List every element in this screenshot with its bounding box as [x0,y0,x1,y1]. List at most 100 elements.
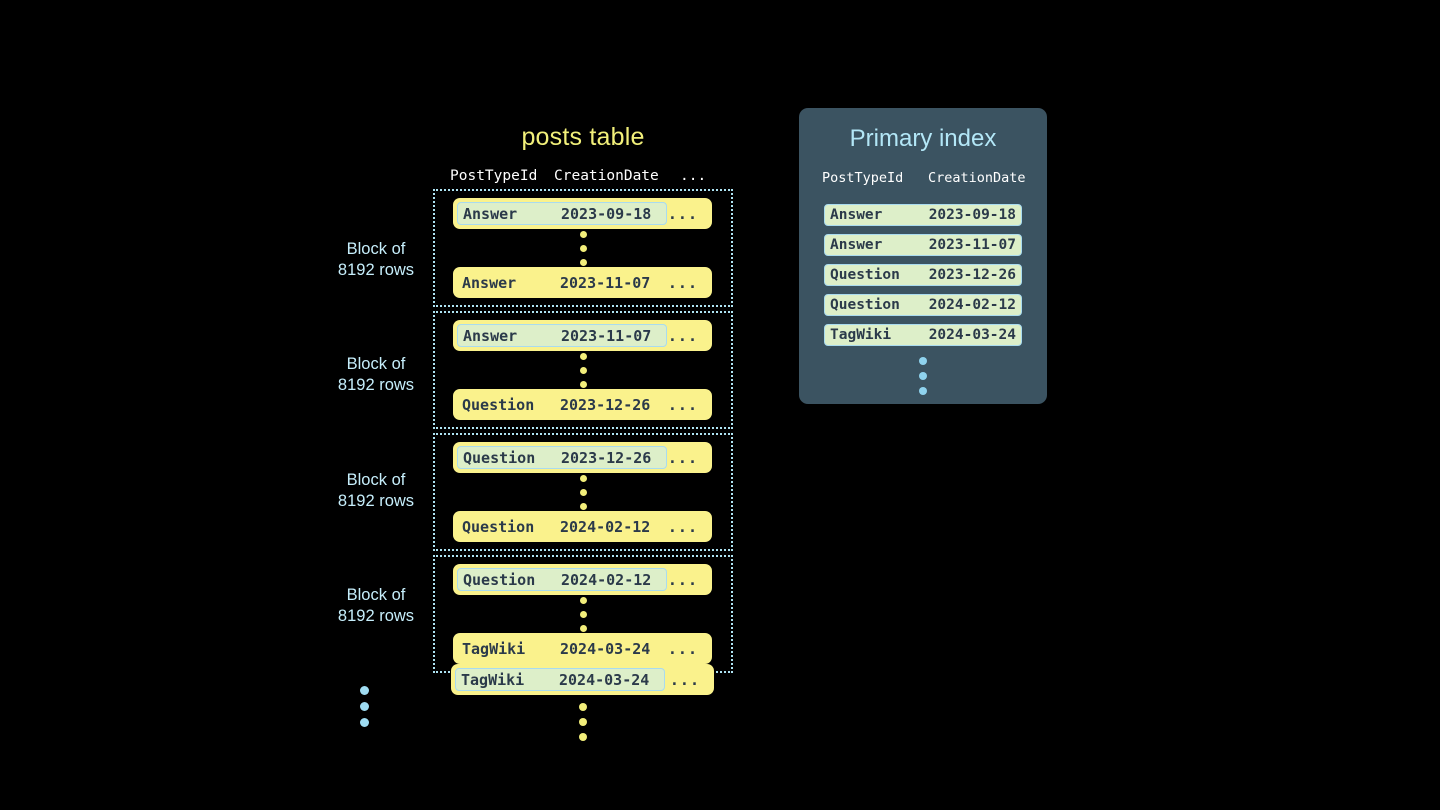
cell-rest: ... [667,326,698,345]
cell-posttypeid: Question [463,448,536,467]
row-chip: TagWiki 2024-03-24 [457,637,665,660]
cell-posttypeid: Question [463,570,536,589]
posts-table-column-headers: PostTypeId CreationDate ... [450,166,730,186]
block-1: Answer 2023-11-07 ... Question 2023-12-2… [433,311,733,429]
row-chip: Question 2024-02-12 [457,568,667,591]
primary-index-rows: Answer 2023-09-18 Answer 2023-11-07 Ques… [799,204,1047,346]
cell-rest: ... [667,517,698,536]
block-label-2: Block of 8192 rows [311,470,441,512]
cell-creationdate: 2024-02-12 [560,517,651,536]
cell-rest: ... [667,395,698,414]
primary-index-title: Primary index [849,125,997,152]
trailing-row-container: TagWiki 2024-03-24 ... [433,660,733,695]
dot [579,244,587,252]
cell-posttypeid: TagWiki [462,639,526,658]
cell-creationdate: 2023-11-07 [561,326,652,345]
block-label-1: Block of 8192 rows [311,354,441,396]
row-chip: TagWiki 2024-03-24 [455,668,665,691]
cell-rest: ... [667,570,698,589]
dot [579,610,587,618]
row-chip: Question 2023-12-26 [457,446,667,469]
row-ellipsis-dots [435,595,731,633]
cell-creationdate: 2023-12-26 [561,448,652,467]
cell-rest: ... [669,670,700,689]
index-cell-posttypeid: Answer [830,237,883,253]
dot [579,624,587,632]
row-chip: Question 2024-02-12 [457,515,665,538]
dot [919,357,927,365]
cell-posttypeid: Answer [462,273,517,292]
primary-index-panel: Primary index PostTypeId CreationDate An… [799,108,1047,404]
table-row: Answer 2023-11-07 ... [453,320,712,351]
cell-rest: ... [667,273,698,292]
cell-creationdate: 2024-02-12 [561,570,652,589]
block-label-3: Block of 8192 rows [311,585,441,627]
index-row: Question 2024-02-12 [824,294,1022,316]
index-cell-posttypeid: Question [830,297,900,313]
dot [579,596,587,604]
dot [360,718,369,727]
posts-table-title: posts table [521,123,645,151]
dot [579,718,587,726]
index-cell-creationdate: 2024-02-12 [928,297,1016,313]
index-cell-posttypeid: TagWiki [830,327,892,343]
dot [579,703,587,711]
dot [579,352,587,360]
dot [360,686,369,695]
blocks-continuation-dots [360,686,369,727]
dot [919,372,927,380]
cell-posttypeid: Answer [463,326,518,345]
cell-creationdate: 2023-11-07 [560,273,651,292]
cell-posttypeid: TagWiki [461,670,525,689]
index-cell-creationdate: 2024-03-24 [928,327,1016,343]
index-column-header-creationdate: CreationDate [928,170,1026,186]
block-label-line1: Block of [346,240,406,258]
index-cell-creationdate: 2023-11-07 [928,237,1016,253]
index-cell-creationdate: 2023-12-26 [928,267,1016,283]
block-2: Question 2023-12-26 ... Question 2024-02… [433,433,733,551]
dot [360,702,369,711]
cell-rest: ... [667,448,698,467]
row-ellipsis-dots [435,351,731,389]
column-header-creationdate: CreationDate [554,168,659,184]
index-row: Answer 2023-11-07 [824,234,1022,256]
block-3: Question 2024-02-12 ... TagWiki 2024-03-… [433,555,733,673]
cell-posttypeid: Answer [463,204,518,223]
block-label-line1: Block of [346,471,406,489]
table-row: Answer 2023-11-07 ... [453,267,712,298]
cell-creationdate: 2023-12-26 [560,395,651,414]
row-ellipsis-dots [435,229,731,267]
index-cell-creationdate: 2023-09-18 [928,207,1016,223]
cell-creationdate: 2024-03-24 [559,670,650,689]
index-row: Answer 2023-09-18 [824,204,1022,226]
row-chip: Question 2023-12-26 [457,393,665,416]
table-row: TagWiki 2024-03-24 ... [453,633,712,664]
index-cell-posttypeid: Question [830,267,900,283]
dot [919,387,927,395]
dot [579,230,587,238]
index-cell-posttypeid: Answer [830,207,883,223]
block-0: Answer 2023-09-18 ... Answer 2023-11-07 … [433,189,733,307]
blocks-container: Answer 2023-09-18 ... Answer 2023-11-07 … [433,189,733,677]
dot [579,502,587,510]
index-row: Question 2023-12-26 [824,264,1022,286]
table-continuation-dots [433,703,733,741]
table-row: Answer 2023-09-18 ... [453,198,712,229]
dot [579,366,587,374]
dot [579,488,587,496]
block-label-line1: Block of [346,355,406,373]
index-continuation-dots [799,357,1047,395]
table-row: Question 2024-02-12 ... [453,511,712,542]
block-label-line2: 8192 rows [337,607,415,625]
row-ellipsis-dots [435,473,731,511]
index-column-header-posttypeid: PostTypeId [822,170,904,186]
block-label-line1: Block of [346,586,406,604]
table-row: Question 2024-02-12 ... [453,564,712,595]
block-label-0: Block of 8192 rows [311,239,441,281]
table-row: Question 2023-12-26 ... [453,442,712,473]
row-chip: Answer 2023-11-07 [457,271,665,294]
dot [579,380,587,388]
cell-creationdate: 2024-03-24 [560,639,651,658]
block-label-line2: 8192 rows [337,492,415,510]
index-row: TagWiki 2024-03-24 [824,324,1022,346]
